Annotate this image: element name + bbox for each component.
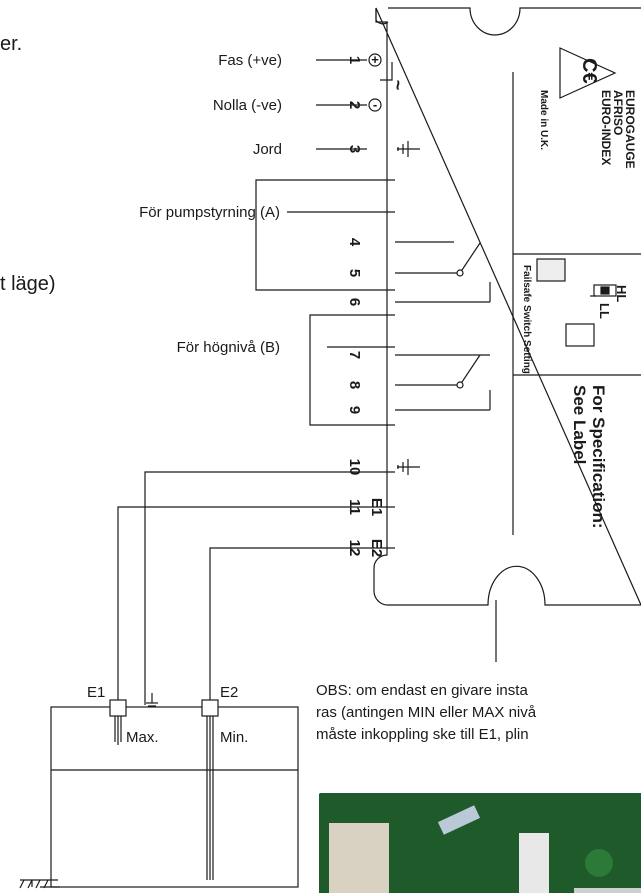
spec-line-1: For Specification: <box>589 385 608 529</box>
tank-label-e2: E2 <box>220 684 238 701</box>
terminal-number: 5 <box>346 269 363 277</box>
text-fragment-top: er. <box>0 33 22 55</box>
note-text: OBS: om endast en givare insta ras (anti… <box>316 680 641 746</box>
terminal-mark-e1: E1 <box>368 498 385 516</box>
minus-circle <box>368 98 382 112</box>
hl-label: HL <box>614 285 629 302</box>
terminal-number: 12 <box>346 540 363 557</box>
plus-mark: + <box>371 52 379 67</box>
terminal-number: 9 <box>346 406 363 414</box>
minus-mark: - <box>373 97 377 112</box>
terminal-number: 8 <box>346 381 363 389</box>
brand-eurogauge: EUROGAUGE <box>623 90 637 169</box>
terminal-mark-e2: E2 <box>368 539 385 557</box>
note-line-1: OBS: om endast en givare insta <box>316 682 528 699</box>
terminal-number: 6 <box>346 298 363 306</box>
device-outline <box>373 7 641 606</box>
made-in-uk: Made in U.K. <box>538 90 549 150</box>
brand-euro-index: EURO-INDEX <box>599 90 613 165</box>
tilde-mark: ~ <box>388 80 408 91</box>
probe-min-label: Min. <box>220 729 248 746</box>
label-high-level: För högnivå (B) <box>177 339 280 356</box>
terminal-number: 11 <box>346 499 363 515</box>
plus-circle <box>368 53 382 67</box>
note-line-2: ras (antingen MIN eller MAX nivå <box>316 704 537 721</box>
spec-line-2: See Label <box>570 385 589 464</box>
brand-afriso: AFRISO <box>611 90 625 135</box>
note-line-3: måste inkoppling ske till E1, plin <box>316 726 529 743</box>
failsafe-label: Failsafe Switch Setting <box>521 265 532 374</box>
terminal-number: 1 <box>346 56 363 64</box>
terminal-number: 7 <box>346 351 363 359</box>
probe-max-label: Max. <box>126 729 159 746</box>
label-neutral: Nolla (-ve) <box>213 97 282 114</box>
terminal-number: 3 <box>346 145 363 153</box>
tank-label-e1: E1 <box>87 684 105 701</box>
label-earth: Jord <box>253 141 282 158</box>
label-phase: Fas (+ve) <box>218 52 282 69</box>
terminal-number: 4 <box>346 238 363 247</box>
terminal-number: 10 <box>346 459 363 476</box>
tank <box>50 706 299 888</box>
label-pump-control: För pumpstyrning (A) <box>139 204 280 221</box>
ll-label: LL <box>597 303 612 319</box>
ce-mark: C€ <box>578 58 600 84</box>
text-fragment-middle: t läge) <box>0 273 56 295</box>
terminal-number: 2 <box>346 101 363 109</box>
circuit-board-photo <box>319 793 641 893</box>
